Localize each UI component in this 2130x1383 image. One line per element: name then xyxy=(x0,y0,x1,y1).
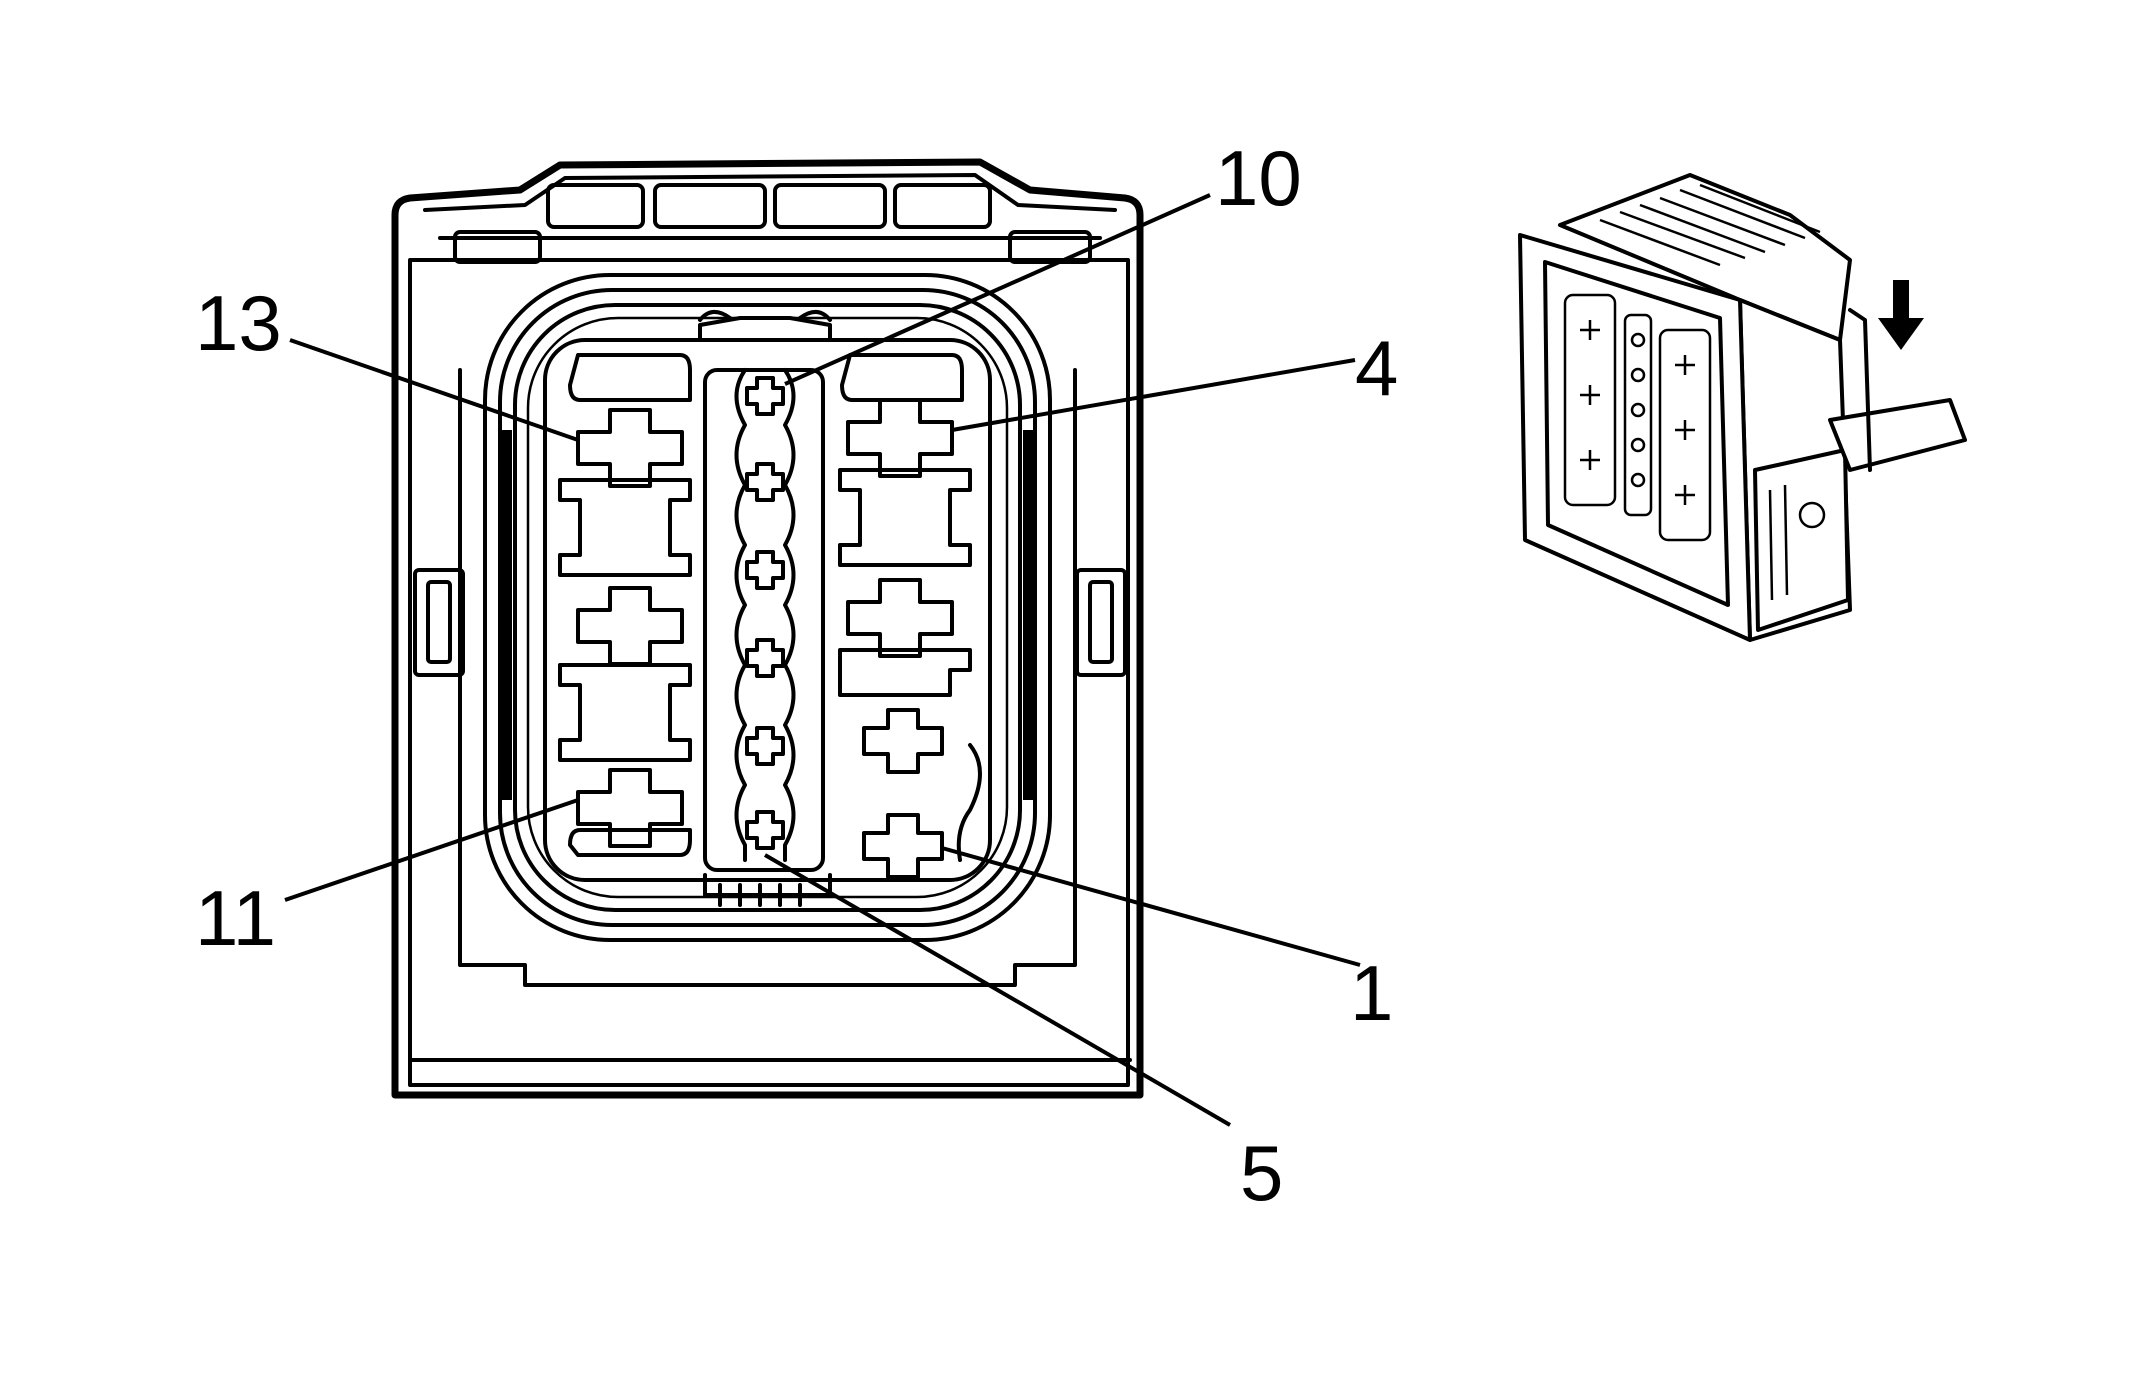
leader-10 xyxy=(784,193,1211,386)
pin-cavity-7 xyxy=(745,638,785,678)
leader-13 xyxy=(289,338,579,442)
pin-cavity-10 xyxy=(745,376,785,416)
pin-label-1: 1 xyxy=(1350,949,1393,1037)
left-cavity-column xyxy=(558,353,692,857)
pin-label-11: 11 xyxy=(195,874,276,962)
pin-cavity-9 xyxy=(745,462,785,502)
pin-label-5: 5 xyxy=(1240,1129,1283,1217)
pin-label-4: 4 xyxy=(1355,324,1398,412)
pin-cavity-4 xyxy=(846,398,954,478)
isometric-pin-cavities xyxy=(1563,293,1712,542)
leader-4 xyxy=(951,358,1356,432)
pin-labels: 10 13 4 11 1 5 xyxy=(195,134,1398,1217)
pin-cavity-2 xyxy=(862,708,944,774)
right-cavity-column xyxy=(838,353,982,879)
leader-11 xyxy=(284,798,579,902)
pin-cavity-8 xyxy=(745,550,785,590)
pin-cavity-12 xyxy=(576,586,684,666)
pin-label-13: 13 xyxy=(195,279,282,367)
pin-cavity-11 xyxy=(576,768,684,848)
center-cavity-column xyxy=(734,368,796,862)
leader-lines xyxy=(284,193,1361,1127)
leader-1 xyxy=(941,846,1361,967)
pin-cavity-6 xyxy=(745,726,785,766)
keying-features xyxy=(698,310,832,907)
connector-face-view xyxy=(391,158,1144,1099)
pin-cavity-3 xyxy=(846,578,954,658)
pin-cavity-1 xyxy=(862,813,944,879)
pin-label-10: 10 xyxy=(1215,134,1302,222)
pin-cavity-13 xyxy=(576,408,684,488)
connector-isometric-view xyxy=(1518,173,1967,642)
leader-5 xyxy=(763,853,1232,1127)
pin-cavity-5 xyxy=(745,810,785,850)
arrow-down-icon xyxy=(1878,280,1924,350)
